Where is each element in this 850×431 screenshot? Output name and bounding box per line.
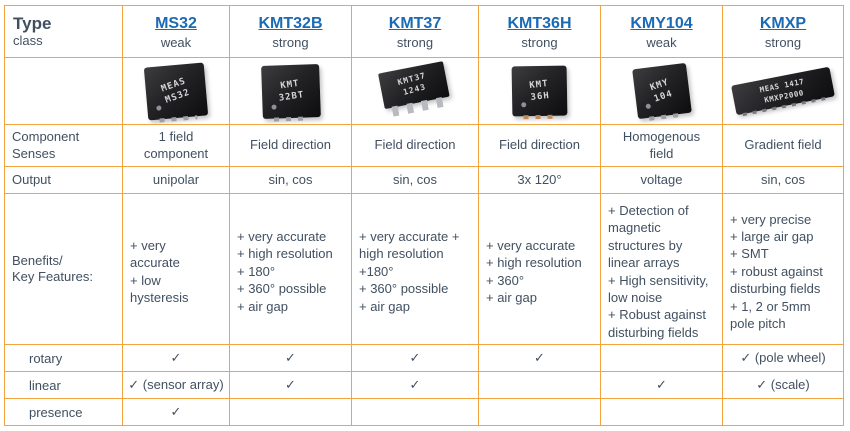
linear-row: linear ✓ (sensor array) ✓ ✓ ✓ ✓ (scale) [4, 371, 844, 399]
kmt37-chip-image: KMT37 1243 [378, 61, 450, 117]
kmxp-strength: strong [764, 34, 802, 50]
chip-pins [523, 114, 557, 120]
ms32-senses: 1 field component [122, 124, 230, 167]
component-senses-row: Component Senses 1 field component Field… [4, 124, 844, 167]
kmt32b-rotary-check: ✓ [229, 344, 352, 372]
ms32-photo-cell: MEAS MS32 [122, 57, 230, 125]
kmt36h-presence-check [478, 398, 601, 426]
output-row-label: Output [4, 166, 123, 194]
kmxp-chip-image: MEAS 1417 KMXP2000 [731, 66, 835, 117]
corner-cell: Type class [4, 5, 123, 58]
kmy104-senses: Homogenous field [600, 124, 723, 167]
chip-pins [273, 115, 310, 122]
kmy104-benefits: + Detection of magnetic structures by li… [600, 193, 723, 345]
kmy104-strength: weak [646, 34, 677, 50]
kmt36h-link[interactable]: KMT36H [507, 14, 572, 32]
kmt32b-chip-image: KMT 32BT [260, 63, 321, 122]
kmt37-strength: strong [396, 34, 434, 50]
ms32-strength: weak [160, 34, 192, 50]
pin1-dot [521, 102, 527, 108]
kmy104-photo-cell: KMY 104 [600, 57, 723, 125]
column-header-kmt36h: KMT36H strong [478, 5, 601, 58]
ms32-output: unipolar [122, 166, 230, 194]
presence-row: presence ✓ [4, 398, 844, 426]
kmt36h-benefits: + very accurate + high resolution + 360°… [478, 193, 601, 345]
kmxp-link[interactable]: KMXP [759, 14, 807, 32]
empty-cell [4, 57, 123, 125]
kmt36h-photo-cell: KMT 36H [478, 57, 601, 125]
column-header-kmxp: KMXP strong [722, 5, 844, 58]
ms32-chip-image: MEAS MS32 [143, 61, 209, 123]
kmy104-chip-image: KMY 104 [631, 62, 692, 121]
pin1-dot [644, 103, 651, 110]
rotary-row-label: rotary [4, 344, 123, 372]
kmy104-linear-check: ✓ [600, 371, 723, 399]
kmt37-presence-check [351, 398, 479, 426]
benefits-row-label: Benefits/ Key Features: [4, 193, 123, 345]
presence-row-label: presence [4, 398, 123, 426]
linear-row-label: linear [4, 371, 123, 399]
ms32-link[interactable]: MS32 [155, 14, 197, 32]
kmxp-rotary-check: ✓ (pole wheel) [722, 344, 844, 372]
ms32-rotary-check: ✓ [122, 344, 230, 372]
chip-photo-row: MEAS MS32 KMT 32BT KMT37 1243 [4, 57, 844, 125]
column-header-kmt32b: KMT32B strong [229, 5, 352, 58]
header-row: Type class MS32 weak KMT32B strong KMT37… [4, 5, 844, 58]
senses-row-label: Component Senses [4, 124, 123, 167]
pin1-dot [270, 104, 277, 110]
kmt32b-linear-check: ✓ [229, 371, 352, 399]
kmt36h-linear-check [478, 371, 601, 399]
benefits-row: Benefits/ Key Features: + very accurate … [4, 193, 844, 345]
kmy104-rotary-check [600, 344, 723, 372]
ms32-benefits: + very accurate + low hysteresis [122, 193, 230, 345]
kmt37-senses: Field direction [351, 124, 479, 167]
ms32-presence-check: ✓ [122, 398, 230, 426]
ms32-linear-check: ✓ (sensor array) [122, 371, 230, 399]
kmt36h-chip-image: KMT 36H [511, 65, 568, 120]
type-label: Type [13, 13, 52, 33]
pin1-dot [156, 104, 162, 111]
kmt36h-rotary-check: ✓ [478, 344, 601, 372]
rotary-row: rotary ✓ ✓ ✓ ✓ ✓ (pole wheel) [4, 344, 844, 372]
kmxp-benefits: + very precise + large air gap + SMT + r… [722, 193, 844, 345]
kmt37-linear-check: ✓ [351, 371, 479, 399]
ms32-chip-marking: MEAS MS32 [160, 76, 192, 106]
kmy104-chip-marking: KMY 104 [648, 77, 675, 105]
chip-pins [648, 112, 681, 121]
kmt37-output: sin, cos [351, 166, 479, 194]
column-header-ms32: MS32 weak [122, 5, 230, 58]
kmy104-presence-check [600, 398, 723, 426]
kmxp-photo-cell: MEAS 1417 KMXP2000 [722, 57, 844, 125]
kmt37-rotary-check: ✓ [351, 344, 479, 372]
column-header-kmy104: KMY104 weak [600, 5, 723, 58]
kmt32b-photo-cell: KMT 32BT [229, 57, 352, 125]
kmt32b-strength: strong [272, 34, 309, 50]
kmt37-photo-cell: KMT37 1243 [351, 57, 479, 125]
kmxp-senses: Gradient field [722, 124, 844, 167]
kmxp-presence-check [722, 398, 844, 426]
output-row: Output unipolar sin, cos sin, cos 3x 120… [4, 166, 844, 194]
chip-legs [391, 96, 445, 117]
kmt32b-link[interactable]: KMT32B [258, 14, 323, 32]
kmt36h-chip-marking: KMT 36H [528, 78, 551, 103]
kmt36h-senses: Field direction [478, 124, 601, 167]
kmt37-benefits: + very accurate + high resolution +180° … [351, 193, 479, 345]
kmt32b-senses: Field direction [229, 124, 352, 167]
kmt37-chip-marking: KMT37 1243 [397, 70, 428, 97]
kmy104-output: voltage [600, 166, 723, 194]
sensor-comparison-table: Type class MS32 weak KMT32B strong KMT37… [4, 5, 844, 426]
column-header-kmt37: KMT37 strong [351, 5, 479, 58]
kmt32b-presence-check [229, 398, 352, 426]
kmt37-link[interactable]: KMT37 [388, 14, 442, 32]
kmt32b-chip-marking: KMT 32BT [277, 78, 305, 104]
class-label: class [13, 33, 43, 49]
kmt36h-output: 3x 120° [478, 166, 601, 194]
kmt32b-output: sin, cos [229, 166, 352, 194]
kmt36h-strength: strong [521, 34, 558, 50]
kmxp-output: sin, cos [722, 166, 844, 194]
kmt32b-benefits: + very accurate + high resolution + 180°… [229, 193, 352, 345]
chip-pins [159, 114, 198, 123]
kmy104-link[interactable]: KMY104 [630, 14, 693, 32]
kmxp-linear-check: ✓ (scale) [722, 371, 844, 399]
